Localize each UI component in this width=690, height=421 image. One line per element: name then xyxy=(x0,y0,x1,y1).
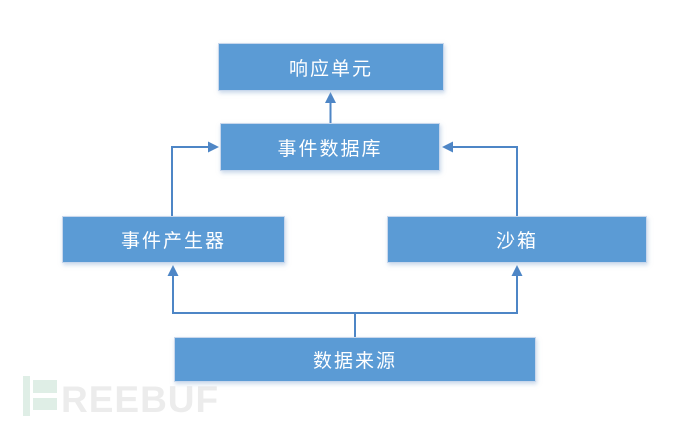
node-response-unit-label: 响应单元 xyxy=(288,58,373,80)
node-response-unit: 响应单元 xyxy=(218,43,444,91)
arrow-sandbox-to-event-database xyxy=(452,146,518,216)
arrowhead-left-icon xyxy=(442,141,453,153)
arrowhead-up-icon xyxy=(511,265,523,276)
node-event-generator-label: 事件产生器 xyxy=(120,231,226,252)
freebuf-logo-icon xyxy=(33,380,57,393)
freebuf-logo-icon xyxy=(33,398,57,410)
arrowhead-right-icon xyxy=(208,141,219,153)
node-event-database-label: 事件数据库 xyxy=(277,138,383,160)
arrow-event-generator-to-event-database xyxy=(171,146,209,216)
node-sandbox-label: 沙箱 xyxy=(495,231,538,252)
freebuf-logo-text: REEBUF xyxy=(61,379,220,420)
node-event-database: 事件数据库 xyxy=(220,123,440,171)
node-data-source-label: 数据来源 xyxy=(312,351,397,372)
freebuf-watermark: REEBUF xyxy=(0,370,260,421)
arrowhead-up-icon xyxy=(325,92,336,103)
freebuf-logo-icon xyxy=(23,376,30,416)
node-data-source: 数据来源 xyxy=(174,337,536,382)
node-event-generator: 事件产生器 xyxy=(62,216,285,263)
node-sandbox: 沙箱 xyxy=(387,216,647,263)
arrowhead-up-icon xyxy=(167,265,179,276)
